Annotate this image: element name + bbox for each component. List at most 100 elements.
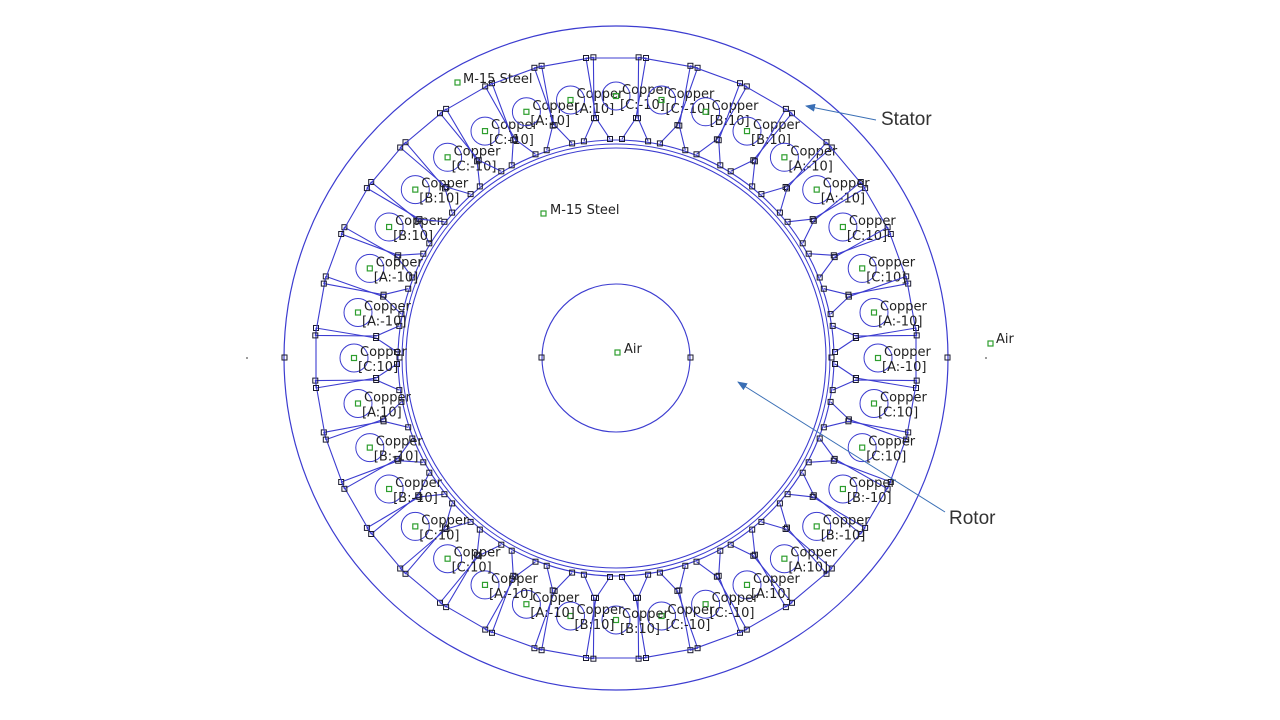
node-marker [449,500,456,507]
node-marker [409,435,416,442]
node-marker [887,479,894,485]
slot-material-text: Copper [668,87,716,102]
label-marker [987,340,994,347]
node-marker [409,274,416,281]
slot-circuit-text: [C:10] [419,528,459,543]
slot-circuit-text: [B:10] [393,229,433,244]
slot-outline [323,420,413,490]
node-marker [656,140,663,147]
slot-circuit-text: [B:10] [419,192,459,207]
label-marker [870,309,878,316]
slot-material-text: Copper [790,546,838,561]
node-marker [402,139,409,146]
slot-circuit-text: [A:10] [530,114,570,129]
outer-air-label: Air [987,332,1015,347]
slot-outline [323,226,413,296]
node-marker [828,565,835,572]
node-marker [687,354,694,361]
node-marker [363,524,370,531]
node-marker [905,429,912,436]
outer-air-text: Air [996,332,1015,347]
slot-outline [718,82,793,172]
conductor-circle [339,343,369,373]
slot-material-text: Copper [491,572,539,587]
slot-material-text: Copper [753,572,801,587]
slot: Copper[B:-10] [338,457,443,537]
node-marker [713,573,720,580]
node-marker [884,485,891,492]
node-marker [443,105,450,112]
slot-material-text: Copper [884,345,932,360]
node-marker [656,569,663,576]
node-marker [607,136,613,142]
node-marker [498,168,505,175]
slot: Copper[A:-10] [749,105,838,198]
node-marker [852,333,859,339]
rotor-callout-arrow [737,381,946,513]
slot-circuit-text: [A:10] [751,587,791,602]
slot-outline [637,56,699,144]
node-marker [789,110,795,117]
node-marker [828,144,835,151]
node-marker [862,185,869,192]
label-marker [781,555,788,562]
label-marker [839,485,847,493]
node-marker [645,138,652,145]
slot: Copper[B:10] [715,80,801,175]
node-marker [482,626,489,633]
slot-outline [834,327,917,389]
node-marker [857,531,864,537]
node-marker [743,83,750,90]
domain-edge-dot [246,357,248,359]
node-marker [467,518,474,525]
node-marker [643,655,649,661]
conductor-circle [433,544,463,574]
label-marker [612,92,620,100]
slot: Copper[C:10] [816,418,916,492]
slot-circuit-text: [B:-10] [393,491,438,506]
node-marker [402,570,409,577]
node-marker [674,587,681,594]
node-marker [467,191,474,198]
slot-outline [439,544,514,634]
slot-outline [678,65,748,155]
slot-material-text: Copper [790,144,838,159]
node-marker [832,349,838,355]
node-marker [799,469,806,476]
label-marker [614,349,621,356]
node-marker [827,398,834,405]
slot-outline [802,181,892,256]
slot-outline [637,572,699,660]
label-marker [412,523,419,530]
slot-material-text: Copper [364,300,412,315]
node-marker [394,361,400,367]
node-marker [281,354,288,361]
slot: Copper[A:10] [312,377,412,443]
conductor-circle [511,97,541,127]
node-marker [633,595,639,601]
slot-circuit-text: [A:10] [788,561,828,576]
label-marker [386,223,393,231]
slot-outline [484,65,554,155]
node-marker [508,547,515,554]
node-marker [363,185,370,192]
node-marker [543,147,550,154]
conductor-circle [859,298,889,327]
slot-circuit-text: [A:-10] [489,587,533,602]
node-marker [737,80,743,87]
node-marker [405,424,412,431]
slot-outline [779,141,866,223]
label-marker [386,485,393,493]
node-marker [944,354,951,361]
rotor-callout: Rotor [737,381,996,529]
label-marker [743,128,751,135]
node-marker [784,218,791,225]
node-marker [373,375,379,381]
slot-circuit-text: [A:-10] [788,159,832,174]
label-marker [874,354,882,362]
stator-slots: Copper[A:-10]Copper[C:10]Copper[C:10]Cop… [312,54,932,662]
conductor-circle [355,433,385,463]
node-marker [498,541,505,548]
label-marker [444,154,451,161]
